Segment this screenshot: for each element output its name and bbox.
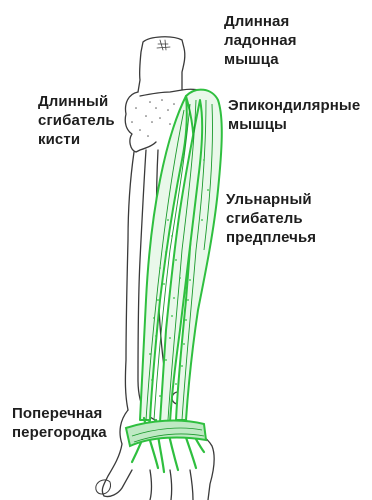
label-flexor-carpi-radialis: Длинный сгибатель кисти: [38, 92, 115, 149]
label-line: сгибатель: [226, 209, 316, 228]
label-transverse-septum: Поперечная перегородка: [12, 404, 107, 442]
humerus-end: [138, 37, 212, 96]
label-line: кисти: [38, 130, 115, 149]
label-line: перегородка: [12, 423, 107, 442]
label-flexor-carpi-ulnaris: Ульнарный сгибатель предплечья: [226, 190, 316, 247]
label-line: ладонная: [224, 31, 297, 50]
transverse-septum-band: [126, 421, 206, 446]
label-line: Поперечная: [12, 404, 107, 423]
label-line: Длинная: [224, 12, 297, 31]
label-line: мышцы: [228, 115, 360, 134]
label-line: Эпикондилярные: [228, 96, 360, 115]
label-epicondylar-muscles: Эпикондилярные мышцы: [228, 96, 360, 134]
humerus-crosshatch: [157, 40, 170, 50]
label-line: Ульнарный: [226, 190, 316, 209]
label-line: Длинный: [38, 92, 115, 111]
flexor-muscle-group: [140, 90, 222, 422]
label-line: предплечья: [226, 228, 316, 247]
label-line: мышца: [224, 50, 297, 69]
label-palmaris-longus: Длинная ладонная мышца: [224, 12, 297, 69]
label-line: сгибатель: [38, 111, 115, 130]
